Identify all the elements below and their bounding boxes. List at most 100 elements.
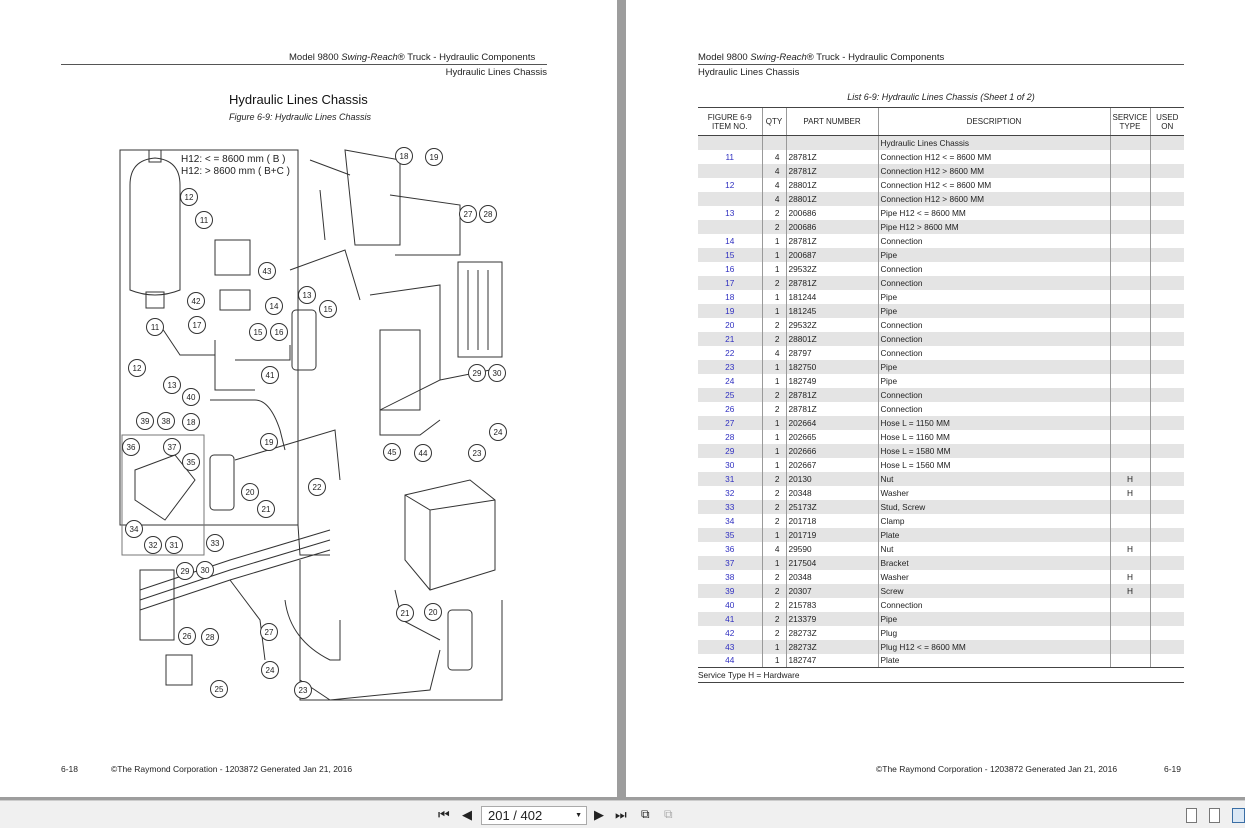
item-no[interactable]: 40 (725, 599, 735, 610)
first-page-button[interactable]: ⏮ (438, 807, 450, 822)
item-no[interactable]: 21 (698, 331, 762, 346)
item-no[interactable]: 19 (698, 303, 762, 318)
callout-circle (260, 623, 278, 641)
item-no[interactable]: 39 (698, 583, 762, 598)
used-on (1149, 387, 1184, 402)
callout-circle (395, 147, 413, 165)
part-number: 201719 (785, 527, 878, 542)
description: Screw (877, 583, 1110, 598)
callout-label: 35 (187, 458, 196, 467)
next-page-button[interactable]: ▶ (594, 807, 604, 822)
part-number: 29590 (785, 541, 878, 556)
item-no[interactable]: 34 (725, 515, 735, 526)
last-page-button[interactable]: ⏭ (615, 807, 627, 822)
callout-label: 25 (215, 685, 224, 694)
description: Connection H12 > 8600 MM (877, 191, 1110, 206)
callout-label: 27 (265, 628, 274, 637)
callout-circle (187, 292, 205, 310)
description: Connection (877, 261, 1110, 276)
callout: 29 (176, 562, 194, 580)
item-no[interactable]: 27 (698, 415, 762, 430)
item-no[interactable]: 15 (698, 247, 762, 262)
callout-label: 21 (401, 609, 410, 618)
page-subheader: Hydraulic Lines Chassis (698, 67, 800, 78)
copy-icon[interactable]: ⧉ (641, 807, 650, 821)
used-on (1149, 611, 1184, 626)
item-no[interactable]: 35 (698, 527, 762, 542)
callout-circle (260, 433, 278, 451)
item-no[interactable]: 17 (698, 275, 762, 290)
dropdown-arrow-icon[interactable]: ▼ (575, 812, 582, 819)
callout: 41 (261, 366, 279, 384)
part-number: 28781Z (785, 149, 878, 164)
continuous-view-icon[interactable] (1209, 808, 1220, 823)
page-number-input[interactable]: 201 / 402 ▼ (481, 806, 587, 825)
service-type (1109, 443, 1150, 458)
paste-icon[interactable]: ⧉ (664, 807, 673, 821)
item-no[interactable]: 22 (725, 347, 735, 358)
item-no[interactable]: 13 (725, 207, 735, 218)
callout: 15 (249, 323, 267, 341)
single-page-view-icon[interactable] (1186, 808, 1197, 823)
pdf-toolbar: ⏮ ◀ 201 / 402 ▼ ▶ ⏭ ⧉ ⧉ (0, 800, 1245, 828)
item-no[interactable]: 12 (725, 179, 735, 190)
callout-circle (195, 211, 213, 229)
item-no[interactable]: 33 (698, 499, 762, 514)
item-no[interactable]: 38 (725, 571, 735, 582)
item-no[interactable]: 20 (725, 319, 735, 330)
service-type: H (1109, 569, 1150, 584)
item-no[interactable]: 23 (698, 359, 762, 374)
service-type (1109, 639, 1150, 654)
item-no[interactable]: 28 (725, 431, 735, 442)
callout: 13 (163, 376, 181, 394)
two-page-view-icon[interactable] (1232, 808, 1245, 823)
item-no[interactable]: 24 (725, 375, 735, 386)
item-no[interactable]: 11 (725, 151, 735, 162)
footer-copyright: ©The Raymond Corporation - 1203872 Gener… (111, 764, 353, 774)
item-no[interactable]: 31 (698, 471, 762, 486)
item-no[interactable]: 25 (698, 387, 762, 402)
item-no[interactable]: 30 (725, 459, 735, 470)
qty: 4 (761, 177, 786, 192)
callout: 24 (489, 423, 507, 441)
callout: 30 (196, 561, 214, 579)
used-on (1149, 429, 1184, 444)
item-no[interactable]: 29 (698, 443, 762, 458)
previous-page-button[interactable]: ◀ (462, 807, 472, 822)
item-no[interactable]: 16 (725, 263, 735, 274)
item-no[interactable]: 37 (698, 555, 762, 570)
part-number: 28781Z (785, 387, 878, 402)
part-number: 217504 (785, 555, 878, 570)
item-no[interactable]: 41 (698, 611, 762, 626)
part-number: 20348 (785, 485, 878, 500)
callout-label: 33 (211, 539, 220, 548)
item-no[interactable]: 43 (698, 639, 762, 654)
service-type (1109, 331, 1150, 346)
part-number: 28801Z (785, 177, 878, 192)
page-indicator: 201 / 402 (488, 808, 543, 823)
part-number: 28273Z (785, 625, 878, 640)
qty: 2 (761, 625, 786, 640)
callout: 11 (195, 211, 213, 229)
item-no[interactable]: 26 (725, 403, 735, 414)
item-no[interactable]: 18 (725, 291, 735, 302)
item-no[interactable]: 14 (725, 235, 735, 246)
item-no[interactable]: 42 (725, 627, 735, 638)
item-no[interactable]: 44 (698, 653, 762, 668)
callout: 21 (257, 500, 275, 518)
item-no[interactable]: 32 (725, 487, 735, 498)
qty: 2 (761, 583, 786, 598)
callout-label: 40 (187, 393, 196, 402)
description: Connection (877, 387, 1110, 402)
item-no[interactable]: 36 (725, 543, 735, 554)
description: Pipe H12 > 8600 MM (877, 219, 1110, 234)
service-type (1109, 499, 1150, 514)
callout: 23 (468, 444, 486, 462)
callout: 12 (128, 359, 146, 377)
callout: 13 (298, 286, 316, 304)
